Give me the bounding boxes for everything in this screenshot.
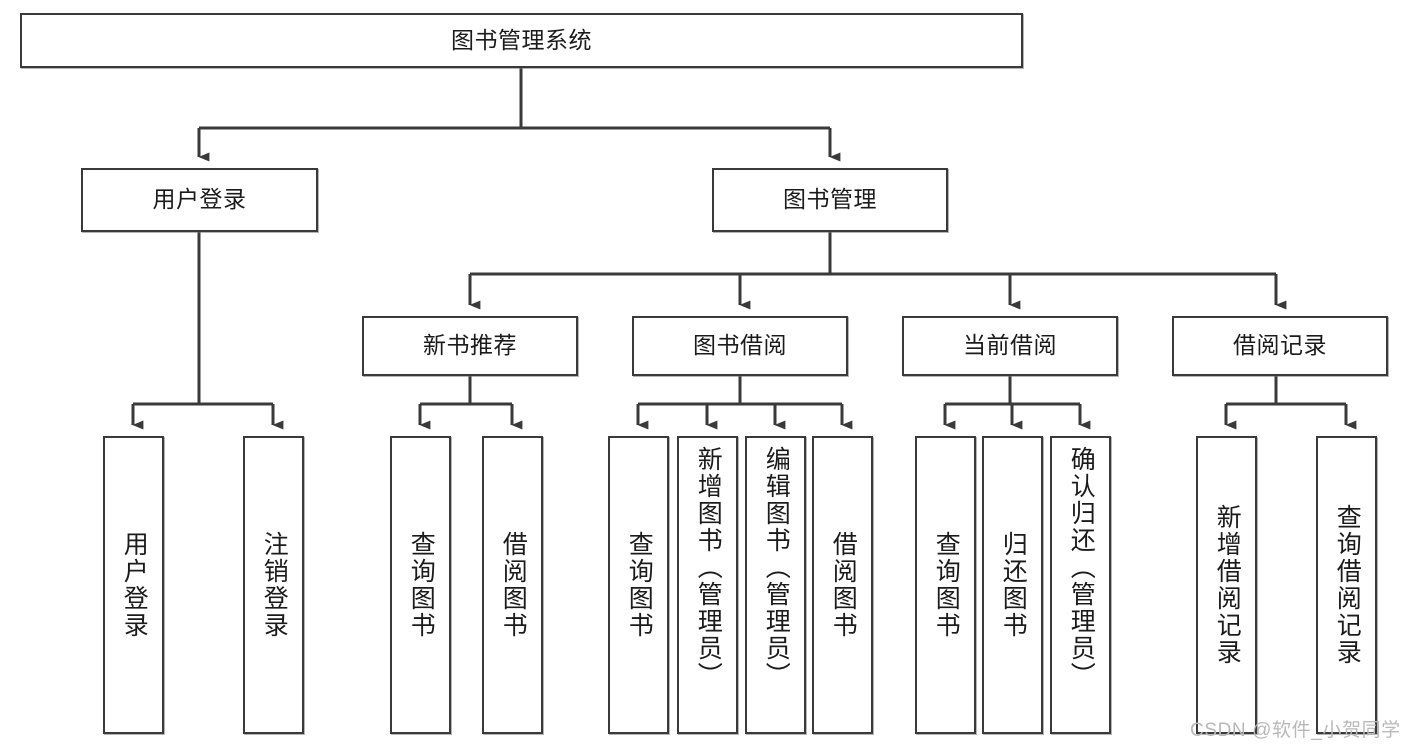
leaf-logout-login[interactable]: 注销登录 xyxy=(243,436,304,734)
node-user-login[interactable]: 用户登录 xyxy=(81,168,318,232)
node-borrow-record[interactable]: 借阅记录 xyxy=(1172,316,1388,376)
leaf-query-book-recommend[interactable]: 查询图书 xyxy=(390,436,451,734)
node-book-management[interactable]: 图书管理 xyxy=(712,168,948,232)
node-label: 借阅图书 xyxy=(499,531,528,639)
leaf-user-login[interactable]: 用户登录 xyxy=(103,436,164,734)
node-label: 新书推荐 xyxy=(423,332,517,359)
node-label: 确认归还（管理员） xyxy=(1067,446,1096,689)
leaf-return-book[interactable]: 归还图书 xyxy=(982,436,1043,734)
node-label: 借阅记录 xyxy=(1233,332,1327,359)
node-label: 当前借阅 xyxy=(963,332,1057,359)
node-label: 查询图书 xyxy=(407,531,436,639)
leaf-query-book-current[interactable]: 查询图书 xyxy=(915,436,976,734)
node-label: 图书管理 xyxy=(783,186,877,213)
leaf-borrow-book-recommend[interactable]: 借阅图书 xyxy=(482,436,543,734)
node-label: 查询图书 xyxy=(625,531,654,639)
node-label: 图书借阅 xyxy=(693,332,787,359)
node-current-borrow[interactable]: 当前借阅 xyxy=(902,316,1118,376)
node-new-book-recommend[interactable]: 新书推荐 xyxy=(362,316,578,376)
node-label: 用户登录 xyxy=(152,186,247,213)
node-label: 查询图书 xyxy=(932,531,961,639)
node-label: 注销登录 xyxy=(260,531,289,639)
node-label: 归还图书 xyxy=(999,531,1028,639)
node-label: 新增借阅记录 xyxy=(1213,504,1242,666)
node-label: 查询借阅记录 xyxy=(1333,504,1362,666)
leaf-add-borrow-record[interactable]: 新增借阅记录 xyxy=(1196,436,1257,734)
leaf-confirm-return-admin[interactable]: 确认归还（管理员） xyxy=(1050,436,1111,734)
leaf-query-book-borrow[interactable]: 查询图书 xyxy=(608,436,669,734)
csdn-watermark: CSDN @软件_小贺同学 xyxy=(1190,720,1401,741)
node-label: 新增图书（管理员） xyxy=(694,446,723,689)
leaf-borrow-book[interactable]: 借阅图书 xyxy=(812,436,873,734)
node-book-borrow[interactable]: 图书借阅 xyxy=(632,316,848,376)
node-label: 编辑图书（管理员） xyxy=(762,446,791,689)
leaf-edit-book-admin[interactable]: 编辑图书（管理员） xyxy=(745,436,806,734)
node-label: 用户登录 xyxy=(120,531,149,639)
node-root-book-management-system[interactable]: 图书管理系统 xyxy=(20,13,1023,68)
leaf-query-borrow-record[interactable]: 查询借阅记录 xyxy=(1316,436,1377,734)
leaf-add-book-admin[interactable]: 新增图书（管理员） xyxy=(677,436,738,734)
node-label: 借阅图书 xyxy=(829,531,858,639)
node-label: 图书管理系统 xyxy=(451,26,592,53)
